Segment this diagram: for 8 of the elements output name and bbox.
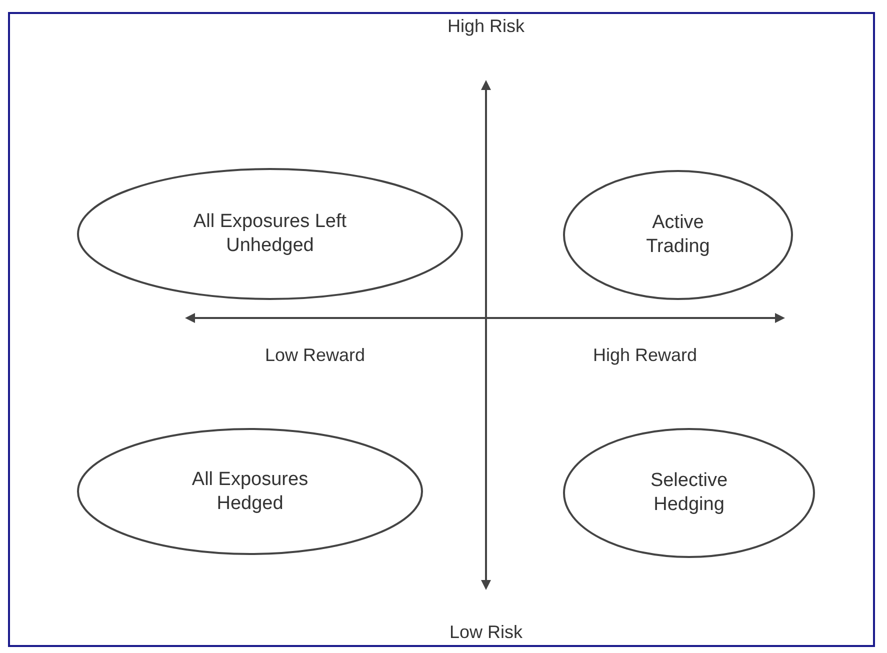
strategy-label: All Exposures Left Unhedged bbox=[192, 210, 348, 258]
strategy-label: Active Trading bbox=[645, 211, 711, 259]
axis-label: High Reward bbox=[592, 345, 698, 366]
axis-label: High Risk bbox=[447, 16, 525, 37]
axis-label: Low Reward bbox=[264, 345, 366, 366]
strategy-label: Selective Hedging bbox=[649, 469, 729, 517]
strategy-label: All Exposures Hedged bbox=[190, 468, 310, 516]
axis-label: Low Risk bbox=[449, 622, 523, 643]
